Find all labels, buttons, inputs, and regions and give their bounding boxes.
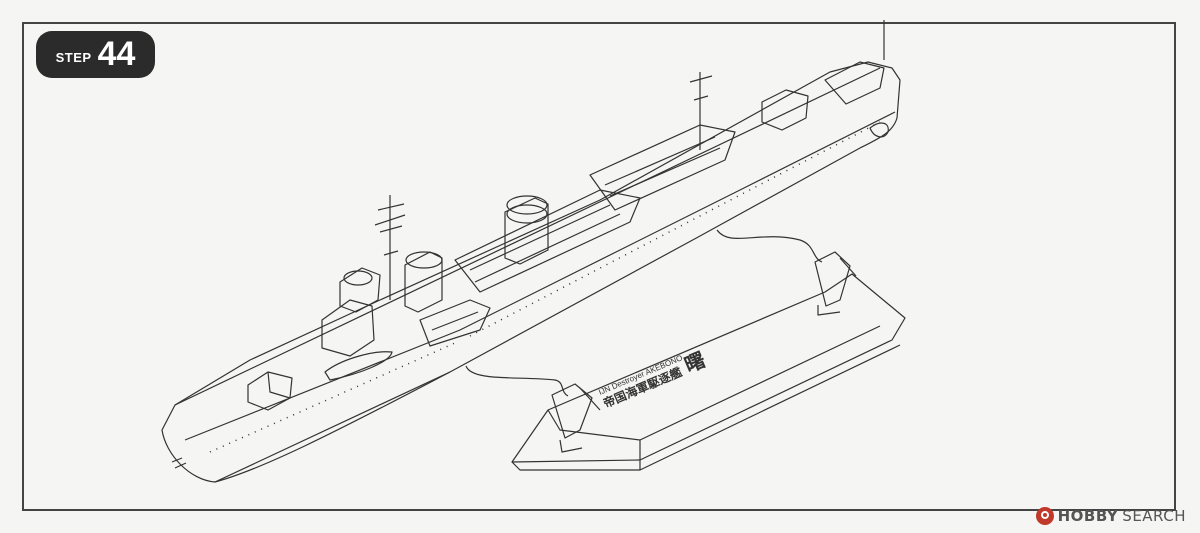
step-label: STEP — [55, 50, 92, 65]
assembly-guide-line-forward — [465, 365, 569, 397]
aft-funnel — [504, 195, 549, 265]
ship-hull — [161, 61, 901, 483]
torpedo-mount-forward — [419, 299, 491, 347]
mainmast — [689, 72, 713, 150]
watermark-search: SEARCH — [1122, 507, 1186, 525]
hull-sheer-line — [184, 111, 896, 441]
step-number: 44 — [97, 35, 136, 73]
deck-edge — [174, 67, 881, 406]
step-badge: STEP 44 — [36, 31, 155, 78]
stand-post-forward — [551, 383, 601, 453]
aft-deckhouse — [589, 124, 736, 211]
forward-gun-turret — [247, 371, 293, 411]
display-stand — [511, 273, 906, 471]
aft-gun-turret — [761, 89, 809, 131]
propeller-guard — [869, 122, 889, 138]
forward-funnel — [404, 251, 443, 313]
stern-fittings — [824, 20, 885, 105]
stand-nameplate: IJN Destroyer AKEBONO 帝国海軍駆逐艦 曙 — [597, 347, 708, 410]
midship-superstructure — [454, 189, 641, 293]
hobbysearch-logo-icon — [1035, 507, 1054, 525]
instruction-frame — [22, 22, 1176, 511]
keel-line — [214, 371, 451, 483]
portholes — [209, 121, 881, 453]
assembly-guide-line-aft — [716, 229, 823, 263]
bridge-structure — [321, 267, 381, 357]
watermark: HOBBY SEARCH — [1035, 507, 1186, 525]
foremast — [374, 195, 406, 300]
watermark-brand: HOBBY — [1057, 507, 1119, 525]
bow-anchor — [171, 457, 187, 469]
lifeboat — [324, 351, 393, 381]
stand-post-aft — [814, 251, 857, 316]
